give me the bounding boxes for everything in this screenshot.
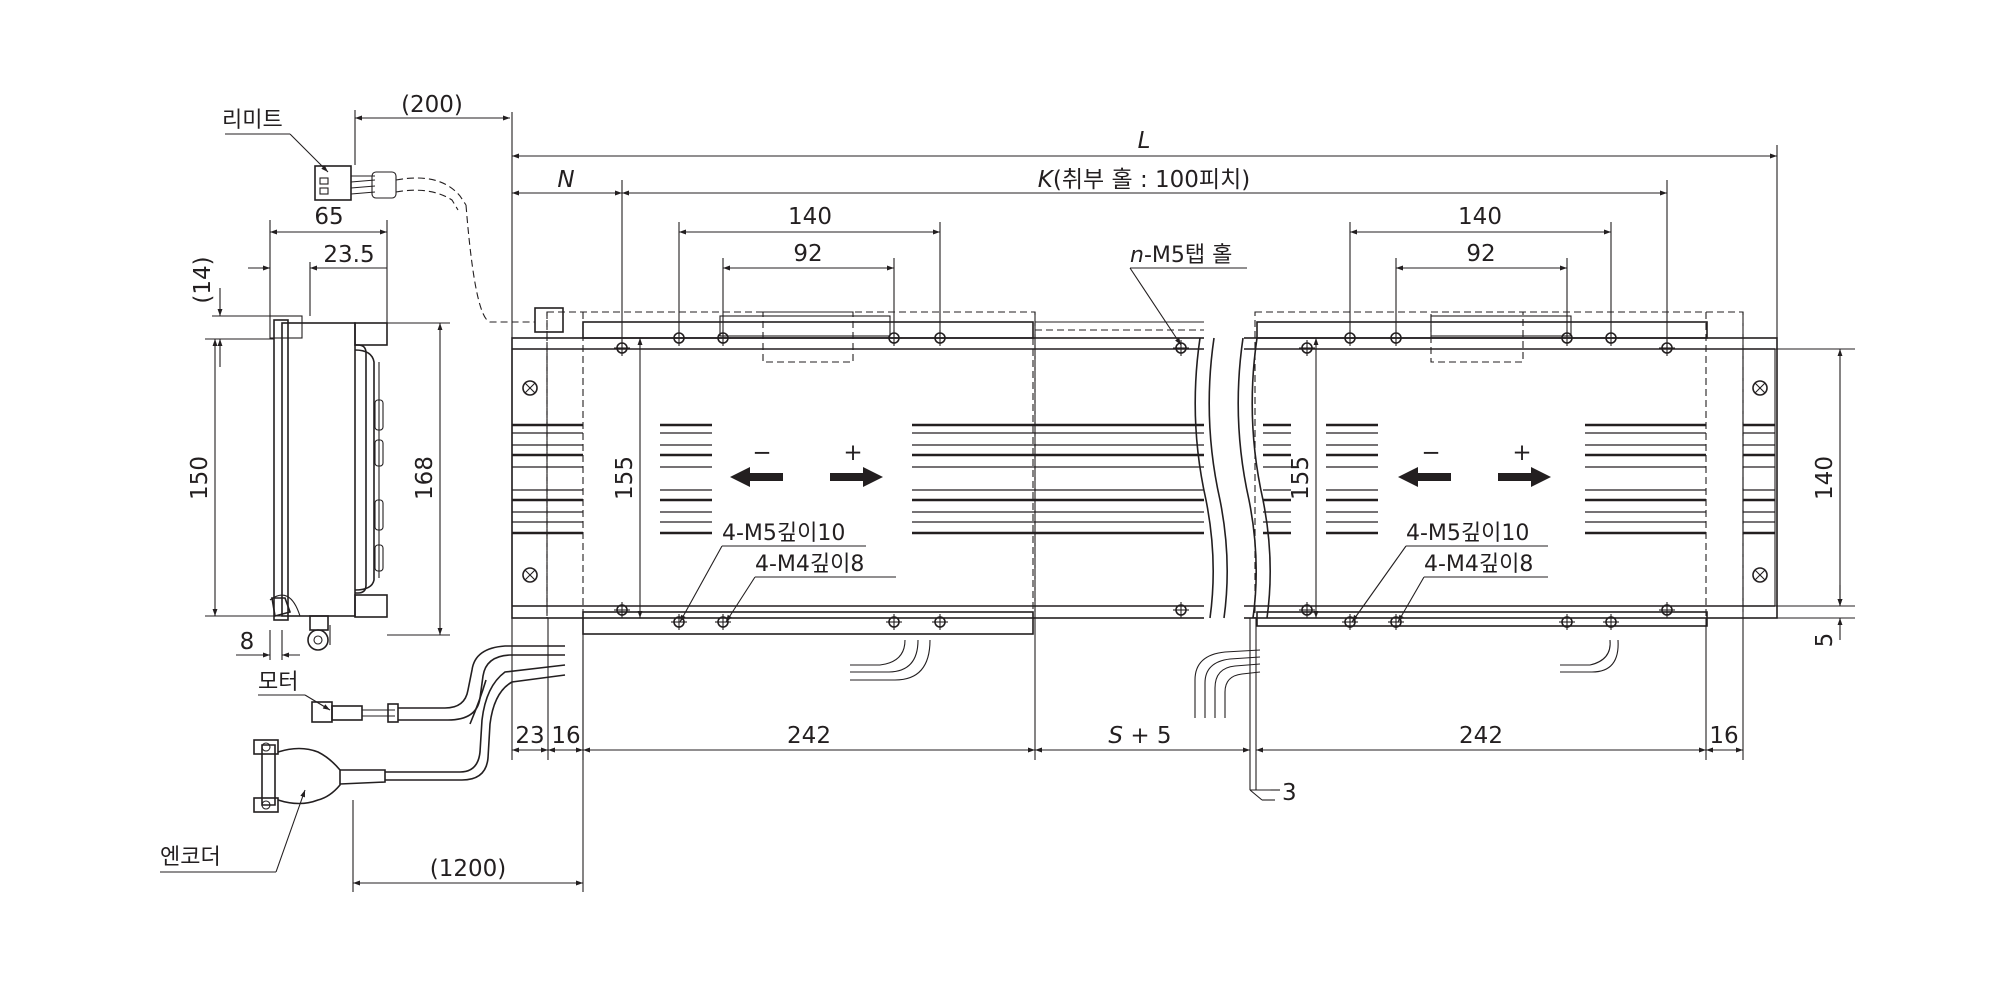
dim-k-var: K [1038, 167, 1055, 193]
label-m4-left: 4-M4깊이8 [755, 552, 864, 577]
mounting-cross-hole [522, 380, 538, 396]
label-tap-text: -M5탭 홀 [1144, 243, 1232, 268]
minus-sign-right: − [1421, 440, 1440, 466]
tapped-hole [1299, 340, 1315, 356]
dim-end-23: 23 [515, 723, 544, 749]
dim-height-155-right: 155 [1288, 456, 1314, 500]
tapped-hole [671, 614, 687, 630]
dim-table-242-left: 242 [787, 723, 831, 749]
side-view-dimensions: (200) 리미트 65 23.5 (14) 150 168 [187, 92, 510, 660]
mounting-cross-hole [1752, 380, 1768, 396]
dim-gap-3: 3 [1282, 780, 1297, 806]
tapped-hole [1559, 614, 1575, 630]
tapped-hole [1603, 614, 1619, 630]
label-tap-var: n [1130, 243, 1144, 268]
mounting-cross-hole [522, 567, 538, 583]
dim-width-23-5: 23.5 [323, 242, 374, 268]
label-limit: 리미트 [222, 108, 283, 133]
top-view [465, 204, 1778, 660]
dim-offset-5: 5 [1812, 633, 1838, 648]
label-encoder: 엔코더 [160, 845, 221, 870]
dim-pitch-92-right: 92 [1466, 241, 1495, 267]
dim-cable-1200: (1200) [430, 856, 506, 882]
dim-height-150: 150 [187, 456, 213, 500]
dim-end-16-right: 16 [1709, 723, 1738, 749]
minus-sign-left: − [752, 440, 771, 466]
dim-offset-14: (14) [190, 256, 216, 303]
label-motor: 모터 [258, 670, 298, 695]
label-m5-right: 4-M5깊이10 [1406, 521, 1529, 546]
dim-pitch-140-right: 140 [1458, 204, 1502, 230]
dim-l: L [1138, 128, 1151, 154]
dim-s-text: + 5 [1123, 723, 1172, 749]
tapped-hole [1173, 602, 1189, 618]
table-direction-arrow [730, 467, 1551, 487]
dim-n: N [557, 167, 574, 193]
tapped-hole [1388, 614, 1404, 630]
dim-pitch-140-left: 140 [788, 204, 832, 230]
tapped-hole [886, 614, 902, 630]
dim-height-168: 168 [412, 456, 438, 500]
plus-sign-right: + [1512, 440, 1531, 466]
dim-pitch-92-left: 92 [793, 241, 822, 267]
tapped-hole [1299, 602, 1315, 618]
side-view [269, 165, 467, 651]
table-grooves [512, 423, 1775, 535]
dim-height-140: 140 [1812, 456, 1838, 500]
dim-offset-8: 8 [240, 629, 255, 655]
direction-arrows: − + − + [730, 440, 1551, 487]
dim-table-242-right: 242 [1459, 723, 1503, 749]
dim-s-var: S [1108, 723, 1123, 749]
cables: 모터 엔코더 (1200) [160, 640, 584, 892]
label-m4-right: 4-M4깊이8 [1424, 552, 1533, 577]
mounting-holes [522, 330, 1768, 630]
tapped-hole [1173, 340, 1189, 356]
tapped-hole [715, 614, 731, 630]
plus-sign-left: + [843, 440, 862, 466]
right-cables [850, 639, 1619, 718]
dim-k: K(취부 홀 : 100피치) [1038, 167, 1250, 193]
dim-width-65: 65 [314, 204, 343, 230]
tapped-hole [1659, 602, 1675, 618]
label-m5-left: 4-M5깊이10 [722, 521, 845, 546]
dim-k-text: (취부 홀 : 100피치) [1053, 167, 1250, 193]
tapped-hole [614, 602, 630, 618]
dim-gap-s: S + 5 [1108, 723, 1171, 749]
top-view-dimensions: L N K(취부 홀 : 100피치) 140 92 140 92 n-M5 [511, 112, 1855, 806]
label-tap-hole: n-M5탭 홀 [1130, 243, 1232, 268]
tapped-hole [932, 614, 948, 630]
dim-end-16-left: 16 [551, 723, 580, 749]
dim-cable-200: (200) [401, 92, 463, 118]
mounting-cross-hole [1752, 567, 1768, 583]
dim-height-155-left: 155 [612, 456, 638, 500]
